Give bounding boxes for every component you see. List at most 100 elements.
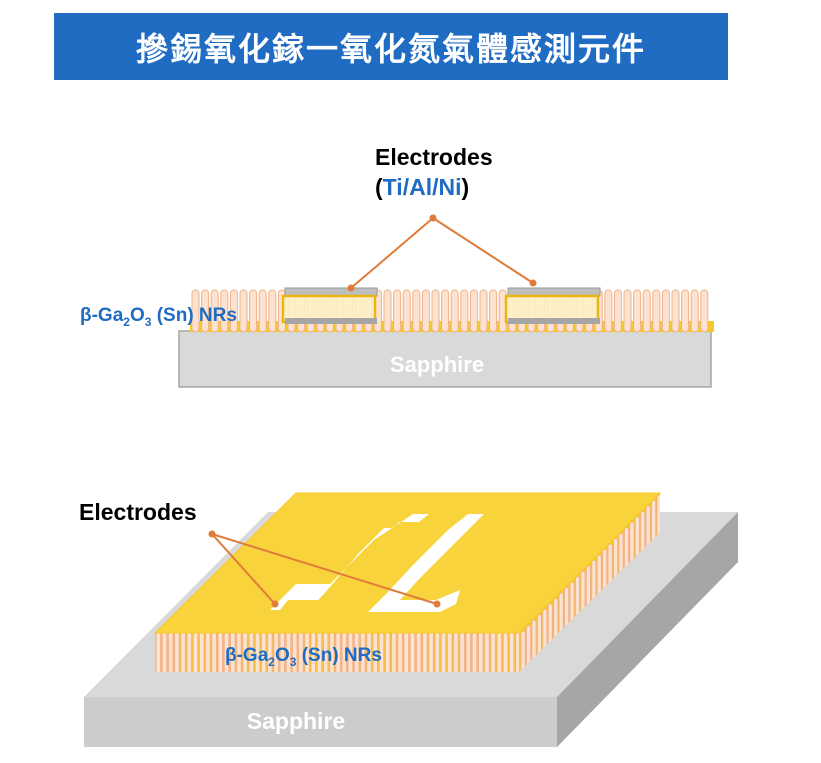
- nanorod: [248, 633, 255, 672]
- nanorod: [167, 633, 174, 672]
- bottom-nanorods-front: [155, 633, 519, 672]
- top-leader-dot-right: [529, 279, 537, 287]
- nanorod: [642, 289, 651, 333]
- nr-prefix: β-Ga: [80, 305, 124, 326]
- nanorod: [403, 633, 410, 672]
- nanorod: [258, 289, 267, 333]
- nanorod: [267, 633, 273, 672]
- nanorod: [469, 289, 478, 333]
- paren-close: ): [461, 174, 469, 200]
- bottom-electrode-pattern: [270, 514, 484, 612]
- nr-prefix: β-Ga: [225, 645, 269, 666]
- nanorod: [402, 289, 411, 333]
- nanorod: [229, 289, 238, 333]
- paren-open: (: [375, 174, 383, 200]
- nanorod: [210, 289, 219, 333]
- bottom-nanorods-side: [520, 494, 660, 672]
- nanorod: [242, 633, 248, 672]
- nanorod: [428, 633, 434, 672]
- nanorod: [353, 633, 360, 672]
- nanorod: [652, 289, 661, 333]
- bottom-sapphire-label: Sapphire: [247, 708, 345, 734]
- top-electrode-left: [281, 287, 378, 324]
- electrode-left-finger: [270, 514, 429, 610]
- nanorod: [604, 289, 613, 333]
- nanorod: [291, 633, 298, 672]
- nanorod: [477, 633, 484, 672]
- material-text: Ti/Al/Ni: [383, 174, 462, 200]
- nr-mid: O: [130, 305, 145, 326]
- nanorod: [155, 633, 162, 672]
- nanorod: [450, 289, 459, 333]
- nr-sub2: 3: [145, 315, 152, 329]
- nanorod: [391, 633, 397, 672]
- nanorod: [372, 633, 379, 672]
- nanorod: [192, 633, 199, 672]
- nanorod: [453, 633, 459, 672]
- nanorod: [161, 633, 168, 672]
- nanorod: [236, 633, 242, 672]
- nanorod: [690, 289, 699, 333]
- top-sapphire-substrate: [178, 330, 712, 388]
- nanorod: [360, 633, 366, 672]
- nanorod: [471, 633, 478, 672]
- page-title: 摻錫氧化鎵一氧化氮氣體感測元件: [54, 13, 728, 80]
- nanorod: [479, 289, 488, 333]
- nanorod: [239, 289, 248, 333]
- nanorod: [335, 633, 341, 672]
- nanorod: [383, 289, 392, 333]
- nanorod: [347, 633, 354, 672]
- nanorod: [205, 633, 211, 672]
- nanorod: [490, 633, 496, 672]
- nanorod: [198, 633, 205, 672]
- nanorod: [310, 633, 317, 672]
- nanorod: [249, 289, 258, 333]
- nanorod: [217, 633, 224, 672]
- nanorod: [465, 633, 472, 672]
- nr-suffix: (Sn) NRs: [151, 305, 237, 326]
- nanorod: [180, 633, 186, 672]
- nanorod: [613, 289, 622, 333]
- nr-sub1: 2: [123, 315, 130, 329]
- bottom-leader-dot-apex: [208, 530, 216, 538]
- nanorod: [434, 633, 441, 672]
- nanorod: [440, 633, 447, 672]
- top-leader-dot-apex: [429, 214, 437, 222]
- top-sapphire-label: Sapphire: [390, 352, 484, 377]
- nanorod: [489, 289, 498, 333]
- nanorod: [316, 633, 323, 672]
- nanorod: [322, 633, 329, 672]
- top-nanorods-label: β-Ga2O3 (Sn) NRs: [80, 305, 237, 329]
- nanorod: [186, 633, 193, 672]
- bottom-sapphire-side-face: [557, 512, 738, 747]
- nanorod: [700, 289, 709, 333]
- nanorod: [409, 633, 416, 672]
- nanorod: [431, 289, 440, 333]
- nanorod: [223, 633, 230, 672]
- nanorod: [515, 633, 519, 672]
- nanorod: [633, 289, 642, 333]
- nanorod: [441, 289, 450, 333]
- top-leader-lines: [347, 214, 537, 292]
- nanorod: [415, 633, 422, 672]
- nanorod: [393, 289, 402, 333]
- nanorod: [623, 289, 632, 333]
- nanorod: [459, 633, 465, 672]
- nanorod: [397, 633, 403, 672]
- nanorod: [273, 633, 279, 672]
- bottom-nanorods-label: β-Ga2O3 (Sn) NRs: [225, 645, 382, 669]
- top-leader-dot-left: [347, 284, 355, 292]
- nanorod: [422, 633, 428, 672]
- bottom-leader-dot-left: [271, 600, 279, 608]
- electrode-right-finger: [368, 514, 484, 612]
- bottom-electrodes-label: Electrodes: [79, 499, 197, 525]
- nr-sub1: 2: [268, 655, 275, 669]
- nanorod: [366, 633, 372, 672]
- nanorod: [304, 633, 310, 672]
- nanorod: [384, 633, 391, 672]
- nanorod: [412, 289, 421, 333]
- top-electrodes-material-label: (Ti/Al/Ni): [375, 174, 469, 200]
- nanorod: [446, 633, 453, 672]
- bottom-sapphire-front-face: [84, 697, 557, 747]
